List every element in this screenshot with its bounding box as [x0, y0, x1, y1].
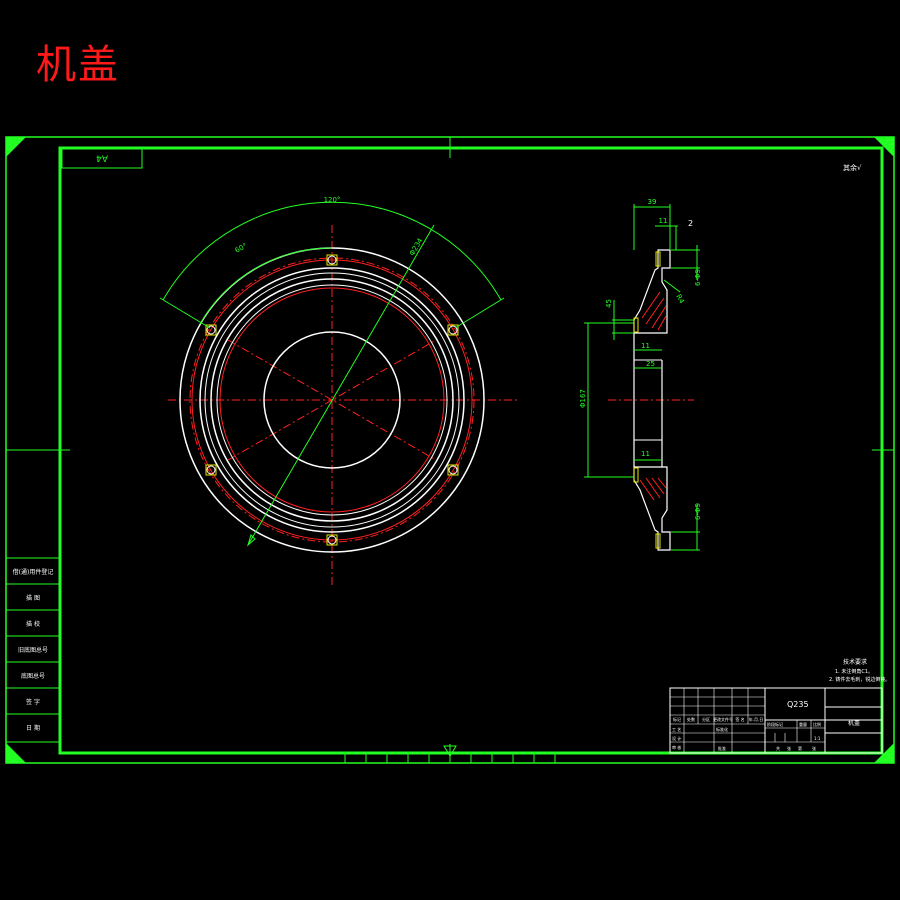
bolt-circle-centerline	[189, 257, 475, 543]
note-line: 1. 未注倒角C1。	[835, 668, 873, 675]
angle-dim-120	[162, 201, 502, 301]
title-block-header-cell: 分区	[702, 716, 710, 722]
bolt-hole	[326, 534, 338, 546]
bolt-holes	[205, 254, 459, 546]
notes-title: 技术要求	[843, 658, 867, 666]
bolt-hole	[205, 464, 217, 476]
title-block-header-cell: 标记	[673, 716, 681, 722]
bolt-circle-outer	[191, 259, 473, 541]
dim-hole-top: 6-Φ9	[694, 269, 702, 286]
bolt-circle-label: Φ234	[408, 236, 425, 257]
sheet-count-cell: 张	[787, 745, 791, 751]
front-view	[159, 201, 518, 588]
dim-radius: R4	[674, 293, 686, 306]
bolt-hole	[447, 464, 459, 476]
bolt-hole	[205, 324, 217, 336]
dim-bottom-step: 11	[641, 450, 650, 458]
roughness-note: 其余√	[843, 163, 862, 172]
angle-60-label: 60°	[234, 242, 249, 255]
title-block	[669, 687, 883, 754]
left-table-label: 日 期	[26, 724, 40, 732]
section-view	[584, 204, 700, 551]
sheet-count-cell: 共	[776, 745, 780, 751]
title-block-header-cell: 年.月.日	[749, 716, 764, 722]
left-table-label: 签 字	[26, 698, 40, 706]
stage-label: 阶段标记	[767, 721, 783, 727]
sheet-count-cell: 张	[812, 745, 816, 751]
scale-value: 1:1	[814, 736, 821, 741]
title-block-header-cell: 签 名	[735, 716, 744, 722]
left-table-label: 旧底图总号	[18, 646, 48, 654]
title-block-header-cell: 更改文件号	[713, 716, 733, 722]
material-label: Q235	[787, 700, 809, 709]
row-label-design: 设 计	[672, 735, 681, 741]
angle-dim-60	[199, 247, 333, 325]
inner-bore-circle	[263, 331, 401, 469]
standardization-label: 标准化	[716, 726, 728, 732]
angle-120-label: 120°	[324, 196, 341, 204]
title-block-header-cell: 处数	[687, 716, 695, 722]
row-label-review: 审 核	[672, 744, 681, 750]
left-registration-table	[5, 557, 61, 743]
left-table-label: 底图总号	[21, 672, 45, 680]
bolt-hole	[326, 254, 338, 266]
scale-label: 比例	[813, 721, 821, 727]
sheet-size-box	[61, 147, 143, 169]
left-table-label: 描 校	[26, 620, 40, 628]
dim-hole-bottom: 6-Φ9	[694, 503, 702, 520]
approve-label: 批准	[718, 745, 726, 751]
sheet-frame	[5, 136, 895, 764]
note-line: 2. 铸件去毛刺，锐边倒钝。	[829, 676, 890, 683]
sheet-size-label: A4	[96, 153, 108, 163]
diameter-leader	[247, 224, 435, 546]
drawing-title: 机盖	[36, 42, 120, 88]
dim-inner-step: 11	[641, 342, 650, 350]
dim-step: 11	[659, 217, 668, 225]
weight-label: 重量	[799, 721, 807, 727]
part-name: 机盖	[848, 719, 860, 727]
dim-width: 39	[648, 198, 657, 206]
sheet-count-cell: 第	[798, 745, 802, 751]
dim-gap: 2	[688, 219, 693, 228]
left-table-label: 描 图	[26, 594, 40, 602]
row-label-process: 工 艺	[672, 727, 681, 732]
bolt-hole	[447, 324, 459, 336]
dim-inner-dia: Φ167	[579, 389, 587, 408]
left-table-label: 借(通)用件登记	[13, 568, 54, 576]
dim-side: 45	[605, 299, 613, 308]
dim-inner-width: 25	[646, 360, 655, 368]
